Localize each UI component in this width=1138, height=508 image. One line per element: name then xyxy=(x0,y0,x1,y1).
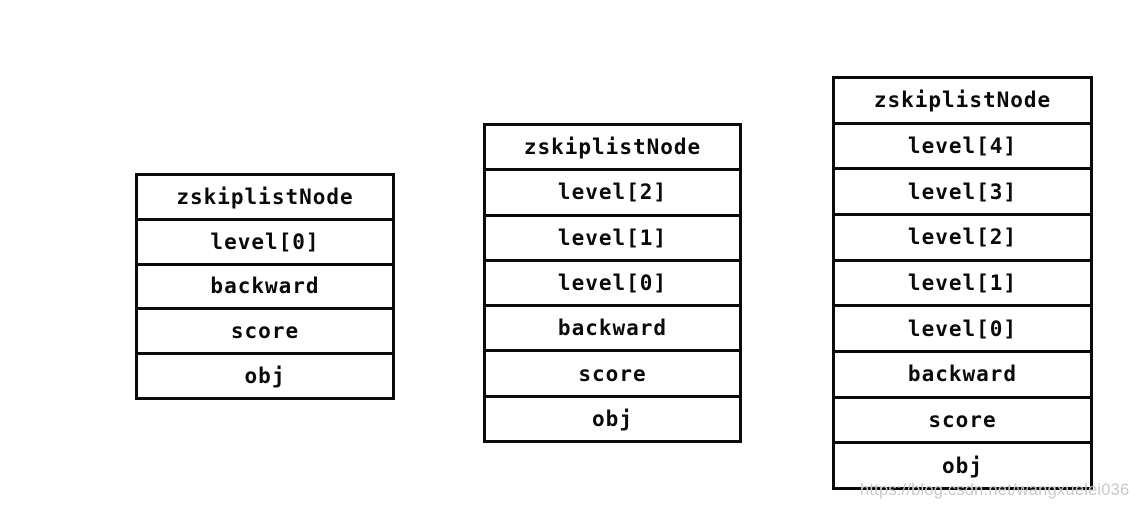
field-row-level-2: level[2] xyxy=(486,168,739,213)
field-row-backward: backward xyxy=(835,350,1090,396)
field-row-obj: obj xyxy=(486,394,739,440)
struct-title-row: zskiplistNode xyxy=(176,184,354,209)
field-row-backward: backward xyxy=(138,262,392,308)
field-row-level-0: level[0] xyxy=(835,304,1090,350)
zskiplistnode-box-5-levels: zskiplistNode level[4] level[3] level[2]… xyxy=(832,76,1093,490)
field-row-score: score xyxy=(835,395,1090,442)
struct-title-row: zskiplistNode xyxy=(523,135,702,160)
field-row-level-2: level[2] xyxy=(835,213,1090,259)
field-row-score: score xyxy=(486,349,739,394)
field-row-obj: obj xyxy=(138,352,392,397)
zskiplistnode-box-3-levels: zskiplistNode level[2] level[1] level[0]… xyxy=(483,123,742,443)
field-row-level-1: level[1] xyxy=(486,213,739,259)
field-row-obj: obj xyxy=(835,441,1090,487)
field-row-level-1: level[1] xyxy=(835,258,1090,305)
field-row-level-0: level[0] xyxy=(138,217,392,263)
field-row-level-4: level[4] xyxy=(835,121,1090,168)
field-row-level-3: level[3] xyxy=(835,167,1090,213)
field-row-score: score xyxy=(138,307,392,352)
struct-title-row: zskiplistNode xyxy=(873,88,1052,113)
field-row-backward: backward xyxy=(486,304,739,349)
zskiplistnode-box-1-level: zskiplistNode level[0] backward score ob… xyxy=(135,173,395,400)
field-row-level-0: level[0] xyxy=(486,258,739,304)
